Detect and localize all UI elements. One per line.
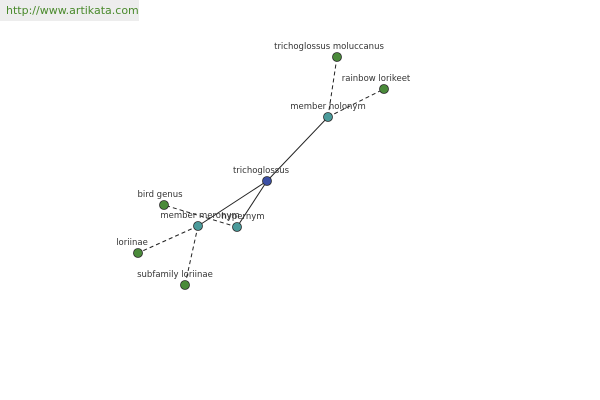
graph-nodes <box>133 52 389 290</box>
node-member-meronym[interactable] <box>193 221 203 231</box>
node-label-bird-genus[interactable]: bird genus <box>137 190 183 200</box>
node-subfamily-loriinae[interactable] <box>180 280 190 290</box>
watermark-banner: http://www.artikata.com <box>0 0 139 21</box>
node-loriinae[interactable] <box>133 248 143 258</box>
node-label-trichoglossus-moluccanus[interactable]: trichoglossus moluccanus <box>274 42 384 52</box>
edge-member-meronym-to-loriinae <box>137 225 199 254</box>
edge-member-holonym-to-rainbow-lorikeet <box>327 88 385 118</box>
edge-hypernym-to-bird-genus <box>163 204 238 228</box>
node-label-trichoglossus[interactable]: trichoglossus <box>233 166 290 176</box>
graph-labels: trichoglossus member holonym member merony… <box>116 42 411 280</box>
node-label-member-meronym[interactable]: member meronym <box>160 211 239 221</box>
edge-member-holonym-to-trichoglossus-moluccanus <box>327 56 338 118</box>
node-label-loriinae[interactable]: loriinae <box>116 238 148 248</box>
node-member-holonym[interactable] <box>323 112 333 122</box>
node-label-subfamily-loriinae[interactable]: subfamily loriinae <box>137 270 213 280</box>
node-bird-genus[interactable] <box>159 200 169 210</box>
node-label-rainbow-lorikeet[interactable]: rainbow lorikeet <box>342 74 411 84</box>
edge-member-meronym-to-subfamily-loriinae <box>184 225 199 286</box>
node-hypernym[interactable] <box>232 222 242 232</box>
node-label-member-holonym[interactable]: member holonym <box>290 102 365 112</box>
edge-trichoglossus-to-member-holonym <box>266 116 329 182</box>
node-label-hypernym[interactable]: hypernym <box>221 212 264 222</box>
watermark-url: http://www.artikata.com <box>6 4 139 17</box>
node-trichoglossus-moluccanus[interactable] <box>332 52 342 62</box>
node-rainbow-lorikeet[interactable] <box>379 84 389 94</box>
edge-trichoglossus-to-hypernym <box>236 180 268 228</box>
graph-edges <box>137 56 385 286</box>
node-trichoglossus[interactable] <box>262 176 272 186</box>
